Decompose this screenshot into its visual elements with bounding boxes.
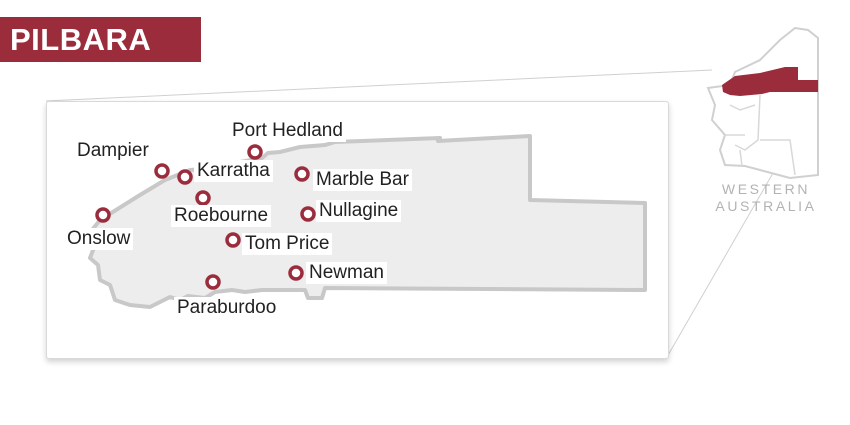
- map-title: PILBARA: [10, 22, 152, 57]
- pilbara-highlight: [722, 67, 818, 96]
- title-badge: PILBARA: [0, 17, 201, 62]
- label-tom-price: Tom Price: [242, 233, 333, 255]
- marker-onslow[interactable]: [95, 207, 111, 223]
- label-dampier: Dampier: [74, 140, 152, 162]
- marker-karratha[interactable]: [177, 169, 193, 185]
- label-paraburdoo: Paraburdoo: [174, 297, 280, 319]
- marker-marble-bar[interactable]: [294, 166, 310, 182]
- marker-nullagine[interactable]: [300, 206, 316, 222]
- inset-label-australia: AUSTRALIA: [715, 198, 817, 214]
- marker-tom-price[interactable]: [225, 232, 241, 248]
- label-karratha: Karratha: [194, 160, 273, 182]
- label-nullagine: Nullagine: [316, 200, 402, 222]
- label-marble-bar: Marble Bar: [313, 169, 412, 191]
- marker-newman[interactable]: [288, 265, 304, 281]
- marker-paraburdoo[interactable]: [205, 274, 221, 290]
- wa-internal-borders: [725, 94, 796, 176]
- inset-label-western: WESTERN: [721, 181, 811, 197]
- label-onslow: Onslow: [64, 228, 134, 250]
- marker-dampier[interactable]: [154, 163, 170, 179]
- marker-roebourne[interactable]: [195, 190, 211, 206]
- label-newman: Newman: [306, 262, 387, 284]
- label-roebourne: Roebourne: [171, 205, 272, 227]
- marker-port-hedland[interactable]: [247, 144, 263, 160]
- label-port-hedland: Port Hedland: [229, 120, 346, 142]
